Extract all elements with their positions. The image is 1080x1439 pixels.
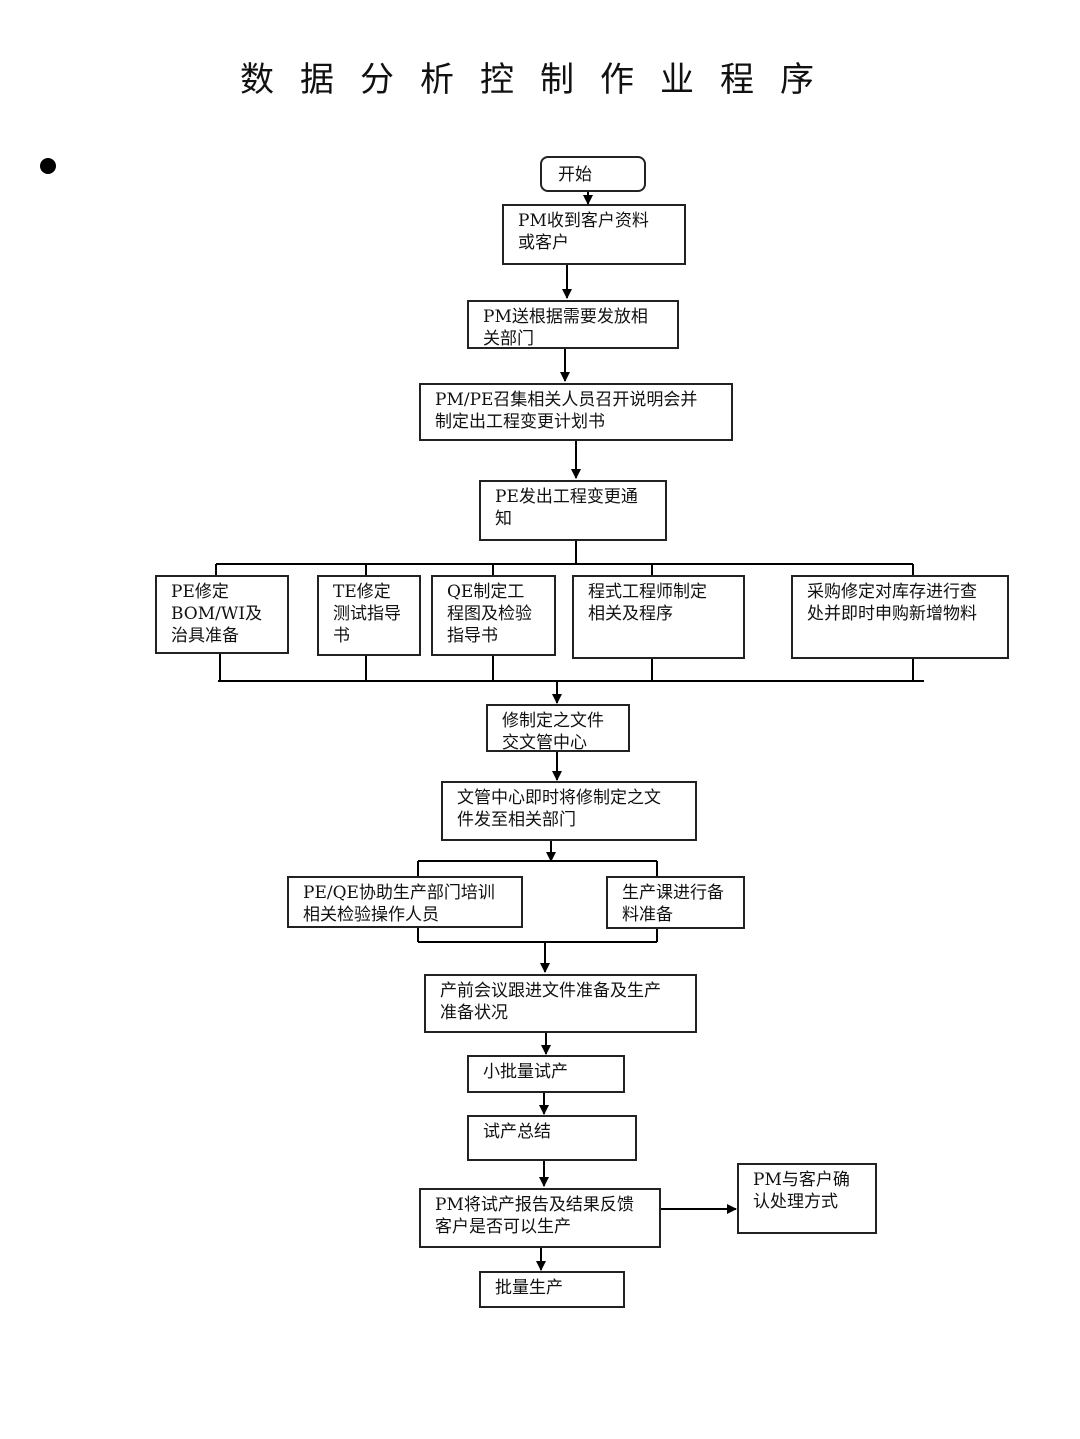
small-batch-node: 小批量试产 [467, 1055, 625, 1093]
feedback-node: PM将试产报告及结果反馈 客户是否可以生产 [419, 1188, 661, 1248]
distribute-documents-node: 文管中心即时将修制定之文 件发至相关部门 [441, 781, 697, 841]
document-center-node: 修制定之文件 交文管中心 [486, 704, 630, 752]
material-prep-node: 生产课进行备 料准备 [606, 876, 745, 929]
bullet-point [40, 158, 56, 174]
pre-production-meeting-node: 产前会议跟进文件准备及生产 准备状况 [424, 974, 697, 1033]
receive-data-node: PM收到客户资料 或客户 [502, 204, 686, 265]
te-test-guide-node: TE修定 测试指导 书 [317, 575, 421, 656]
mass-production-node: 批量生产 [479, 1271, 625, 1308]
qe-inspection-node: QE制定工 程图及检验 指导书 [431, 575, 556, 656]
pe-bom-node: PE修定 BOM/WI及 治具准备 [155, 575, 289, 654]
program-engineer-node: 程式工程师制定 相关及程序 [572, 575, 745, 659]
trial-summary-node: 试产总结 [467, 1115, 637, 1161]
training-node: PE/QE协助生产部门培训 相关检验操作人员 [287, 876, 523, 928]
purchasing-node: 采购修定对库存进行查 处并即时申购新增物料 [791, 575, 1009, 659]
change-notice-node: PE发出工程变更通 知 [479, 480, 667, 541]
start-node: 开始 [540, 156, 646, 192]
briefing-meeting-node: PM/PE召集相关人员召开说明会并 制定出工程变更计划书 [419, 383, 733, 441]
customer-confirm-node: PM与客户确 认处理方式 [737, 1163, 877, 1234]
page-title: 数据分析控制作业程序 [240, 60, 840, 100]
send-departments-node: PM送根据需要发放相 关部门 [467, 300, 679, 349]
